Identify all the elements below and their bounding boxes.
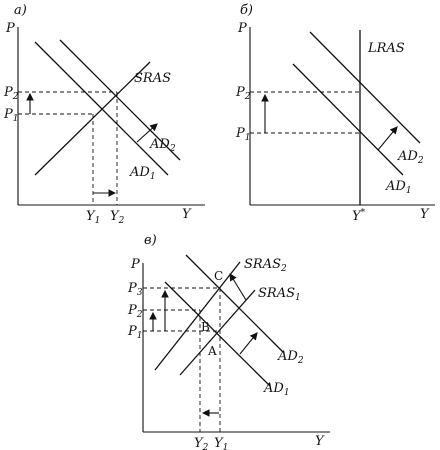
panel-c-sras1-curve	[179, 289, 256, 376]
panel-c-ad1-curve	[164, 281, 271, 387]
panel-b-ad1-label: AD1	[385, 179, 412, 196]
panel-a-y2-label: Y2	[110, 209, 125, 226]
panel-c-ad1-label: AD1	[263, 381, 290, 398]
panel-b: б) P Y LRAS AD2 AD1 P2 P1 Y*	[235, 3, 435, 224]
panel-a-y1-label: Y1	[86, 209, 100, 226]
panel-c-sras2-label: SRAS2	[244, 257, 287, 274]
panel-a: а) P Y SRAS AD2 AD1 P2 P1 Y1 Y2	[3, 3, 205, 226]
panel-a-shift-arrow	[136, 123, 158, 143]
panel-c-sras2-curve	[154, 261, 241, 371]
panel-c-point-a: A	[207, 344, 217, 358]
panel-c-p3-label: P3	[127, 281, 143, 298]
panel-c-ad2-label: AD2	[277, 349, 304, 366]
panel-b-tag: б)	[240, 3, 253, 18]
panel-c-p2-label: P2	[127, 303, 143, 320]
panel-b-ystar-label: Y*	[352, 208, 366, 224]
panel-c-demand-shift-arrow	[239, 332, 258, 355]
panel-a-sras-curve	[34, 61, 151, 176]
panel-c-x-axis-label: Y	[315, 434, 325, 449]
panel-c-y-axis-label: P	[130, 257, 140, 272]
panel-a-ad2-curve	[59, 39, 181, 161]
panel-a-sras-label: SRAS	[134, 71, 171, 86]
panel-c-supply-shift-arrow	[229, 273, 247, 301]
panel-a-ad2-label: AD2	[149, 137, 176, 154]
panel-a-tag: а)	[14, 3, 27, 18]
panel-a-p2-label: P2	[3, 85, 19, 102]
panel-c-y1-label: Y1	[214, 436, 228, 450]
panel-b-ad1-curve	[292, 63, 404, 176]
panel-b-x-axis-label: Y	[420, 207, 430, 222]
panel-a-y-axis-label: P	[5, 21, 15, 36]
panel-c: в) P Y A B C SRAS2 SRAS1 AD2 AD1 P3	[127, 233, 330, 450]
panel-c-ad2-curve	[185, 254, 284, 353]
panel-b-ad2-label: AD2	[397, 149, 424, 166]
panel-b-y-axis-label: P	[237, 21, 247, 36]
panel-b-shift-arrow	[377, 126, 398, 151]
panel-c-point-b: B	[201, 320, 210, 334]
panel-b-lras-label: LRAS	[367, 41, 405, 56]
panel-c-tag: в)	[144, 233, 157, 248]
panel-c-sras1-label: SRAS1	[258, 286, 301, 303]
panel-a-p1-label: P1	[3, 107, 18, 124]
panel-b-p2-label: P2	[235, 85, 251, 102]
panel-a-ad1-label: AD1	[129, 165, 156, 182]
panel-b-p1-label: P1	[235, 126, 250, 143]
panel-c-y2-label: Y2	[194, 436, 209, 450]
panel-a-ad1-curve	[34, 41, 169, 176]
panel-c-p1-label: P1	[127, 324, 142, 341]
panel-c-point-c: C	[214, 269, 223, 283]
panel-b-ad2-curve	[309, 31, 421, 144]
panel-a-x-axis-label: Y	[182, 207, 192, 222]
